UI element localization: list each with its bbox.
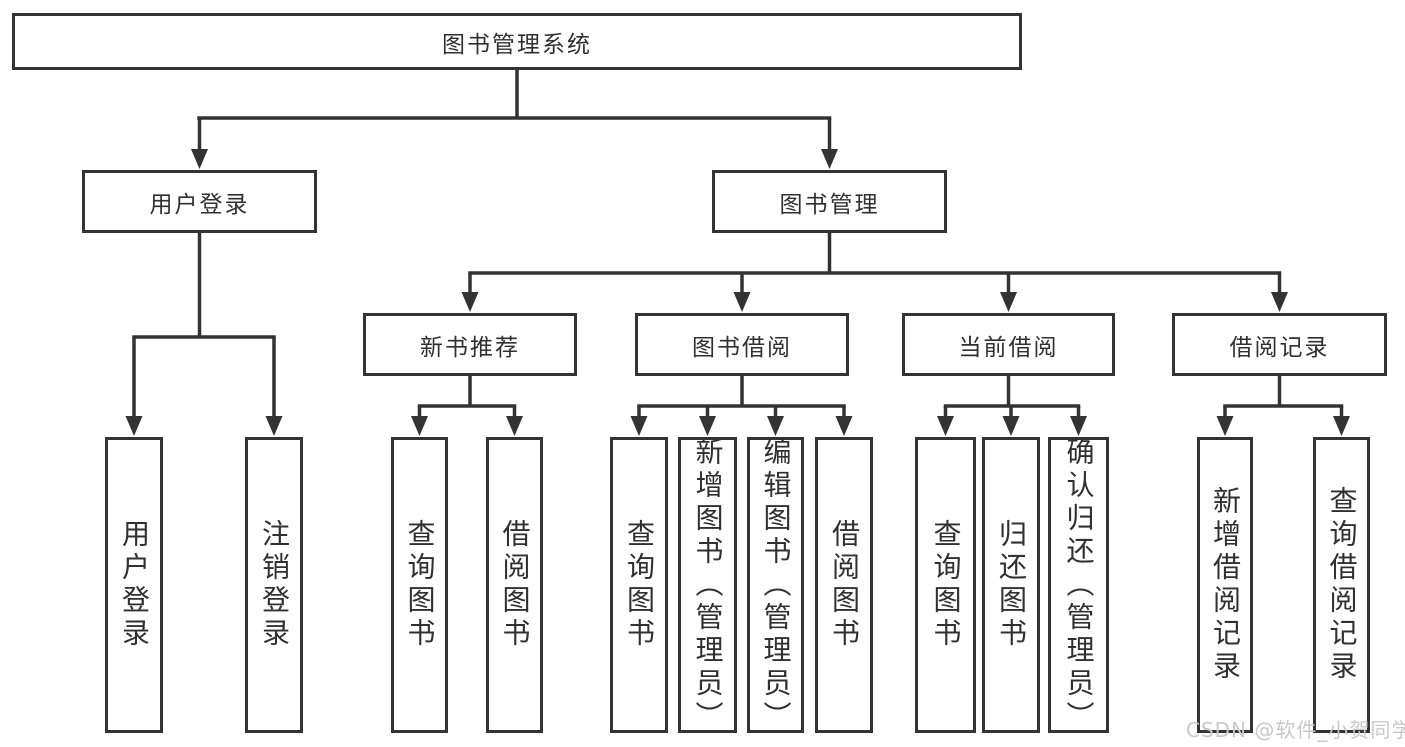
leaf-user-login: 用户登录 (105, 437, 163, 733)
node-label: 图书管理系统 (442, 31, 592, 58)
node-label: 借阅记录 (1229, 334, 1330, 361)
arrowhead-icon (411, 416, 428, 436)
arrowhead-icon (1002, 416, 1020, 436)
node-label: 图书管理 (779, 191, 880, 218)
arrowhead-icon (506, 416, 523, 436)
leaf-return-books: 归还图书 (982, 437, 1040, 733)
leaf-query-borrow-record: 查询借阅记录 (1313, 437, 1370, 733)
arrowhead-icon (1216, 416, 1234, 436)
node-label: 确认归还（管理员） (1062, 436, 1096, 734)
leaf-query-books-3: 查询图书 (915, 437, 976, 733)
node-new-book-recommend: 新书推荐 (363, 313, 577, 376)
node-library-management-system: 图书管理系统 (12, 13, 1022, 70)
node-label: 借阅图书 (498, 519, 532, 651)
node-label: 查询图书 (623, 519, 656, 651)
node-label: 新书推荐 (420, 334, 520, 361)
leaf-logout: 注销登录 (245, 437, 303, 733)
arrowhead-icon (1000, 292, 1017, 312)
leaf-confirm-return-admin: 确认归还（管理员） (1048, 436, 1109, 734)
node-label: 查询借阅记录 (1325, 486, 1359, 684)
arrowhead-icon (733, 292, 751, 312)
node-label: 当前借阅 (958, 334, 1059, 361)
arrowhead-icon (821, 149, 838, 169)
node-label: 用户登录 (118, 519, 151, 651)
node-book-borrowing: 图书借阅 (635, 313, 849, 376)
node-label: 图书借阅 (692, 334, 792, 361)
node-label: 注销登录 (258, 519, 291, 651)
node-borrow-records: 借阅记录 (1172, 313, 1387, 376)
node-label: 查询图书 (929, 519, 963, 651)
arrowhead-icon (191, 149, 208, 169)
leaf-query-books-1: 查询图书 (391, 437, 448, 733)
csdn-watermark: CSDN @软件_小贺同学 (1186, 718, 1405, 742)
node-user-login: 用户登录 (82, 170, 317, 233)
leaf-borrow-books-2: 借阅图书 (815, 437, 873, 733)
node-label: 编辑图书（管理员） (759, 436, 793, 734)
arrowhead-icon (630, 416, 648, 436)
arrowhead-icon (699, 416, 716, 436)
leaf-borrow-books-1: 借阅图书 (486, 437, 543, 733)
leaf-query-books-2: 查询图书 (610, 437, 668, 733)
arrowhead-icon (461, 292, 479, 312)
node-label: 用户登录 (149, 191, 250, 218)
leaf-add-borrow-record: 新增借阅记录 (1197, 437, 1253, 733)
arrowhead-icon (835, 416, 853, 436)
arrowhead-icon (1271, 292, 1288, 312)
node-current-borrowing: 当前借阅 (902, 313, 1115, 376)
node-label: 新增借阅记录 (1209, 486, 1242, 684)
arrowhead-icon (125, 416, 143, 436)
node-label: 归还图书 (995, 519, 1028, 651)
node-label: 借阅图书 (828, 519, 861, 651)
node-book-management: 图书管理 (712, 170, 947, 233)
arrowhead-icon (1070, 416, 1087, 436)
arrowhead-icon (265, 416, 283, 436)
arrowhead-icon (1333, 416, 1350, 436)
node-label: 新增图书（管理员） (691, 436, 725, 734)
node-label: 查询图书 (403, 519, 437, 651)
arrowhead-icon (937, 416, 954, 436)
arrowhead-icon (767, 416, 784, 436)
leaf-edit-books-admin: 编辑图书（管理员） (747, 436, 804, 734)
leaf-add-books-admin: 新增图书（管理员） (678, 436, 737, 734)
